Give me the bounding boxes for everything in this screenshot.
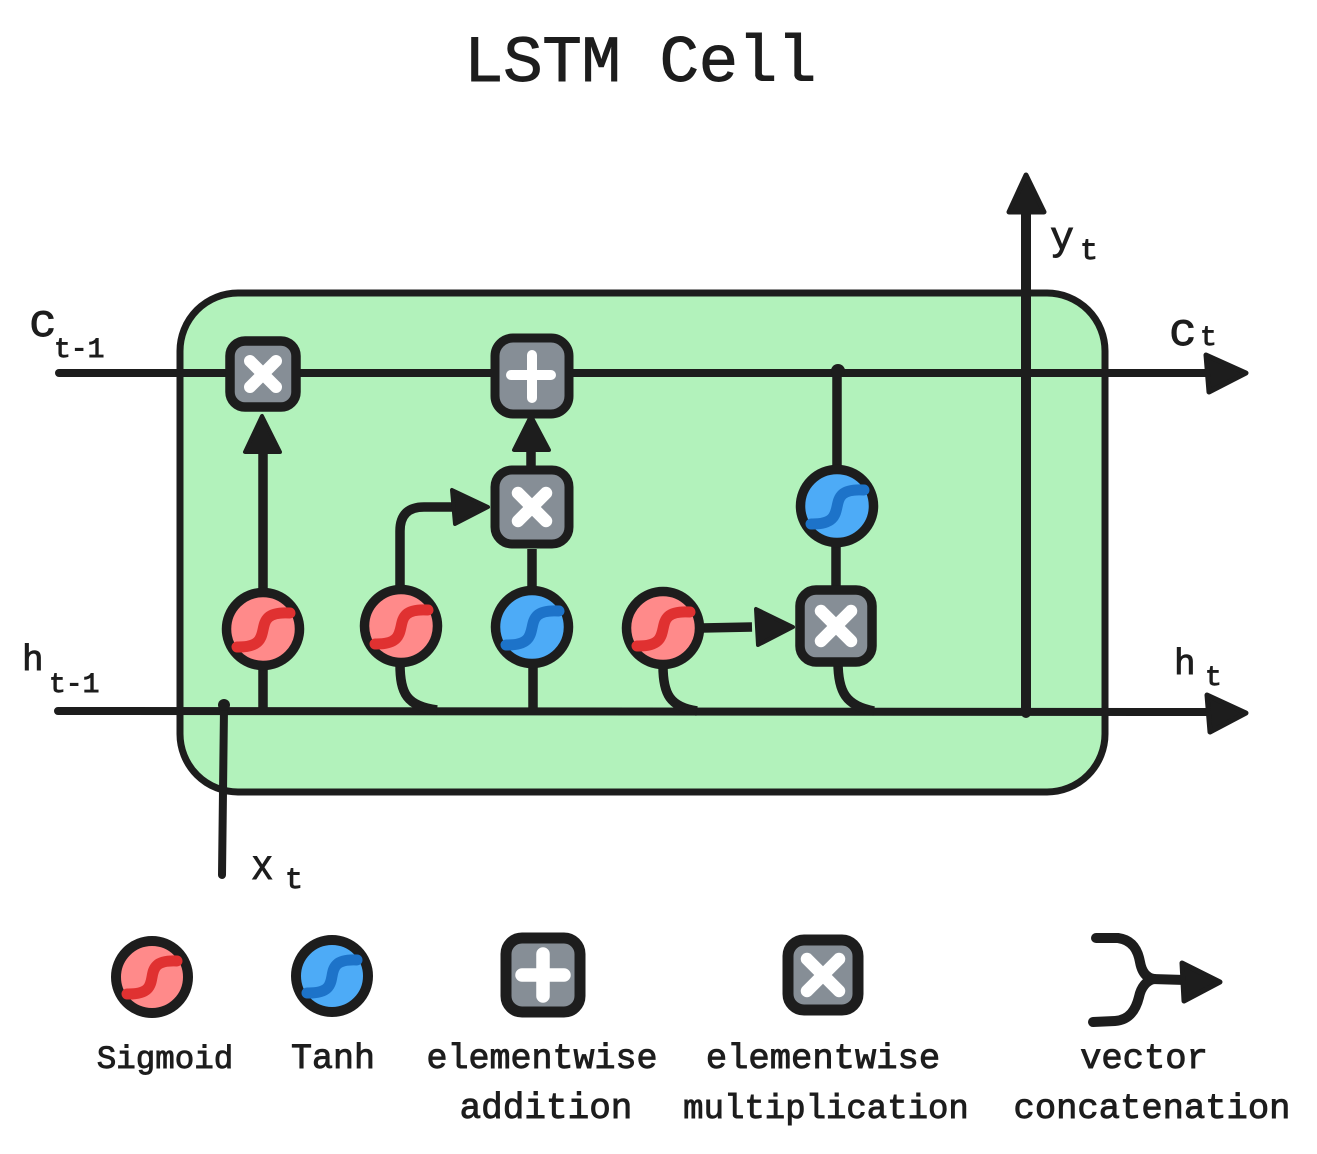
svg-text:addition: addition <box>460 1088 633 1129</box>
svg-text:vector: vector <box>1080 1038 1208 1079</box>
svg-text:t: t <box>1080 235 1098 269</box>
svg-text:t-1: t-1 <box>54 335 104 366</box>
svg-text:X: X <box>252 852 272 890</box>
svg-text:c: c <box>29 298 57 350</box>
svg-text:h: h <box>22 640 44 681</box>
svg-text:LSTM Cell: LSTM Cell <box>464 26 816 101</box>
svg-text:concatenation: concatenation <box>1014 1088 1291 1129</box>
svg-text:y: y <box>1050 217 1074 262</box>
svg-text:h: h <box>1174 644 1196 685</box>
svg-text:elementwise: elementwise <box>706 1038 940 1079</box>
svg-text:Tanh: Tanh <box>291 1039 375 1079</box>
svg-text:elementwise: elementwise <box>426 1039 657 1079</box>
svg-text:t-1: t-1 <box>49 670 99 701</box>
svg-text:Sigmoid: Sigmoid <box>97 1041 234 1078</box>
svg-text:t: t <box>1200 323 1217 354</box>
svg-text:c: c <box>1169 307 1197 359</box>
svg-text:t: t <box>1205 663 1222 694</box>
svg-text:t: t <box>285 864 303 898</box>
svg-text:multiplication: multiplication <box>683 1091 969 1129</box>
